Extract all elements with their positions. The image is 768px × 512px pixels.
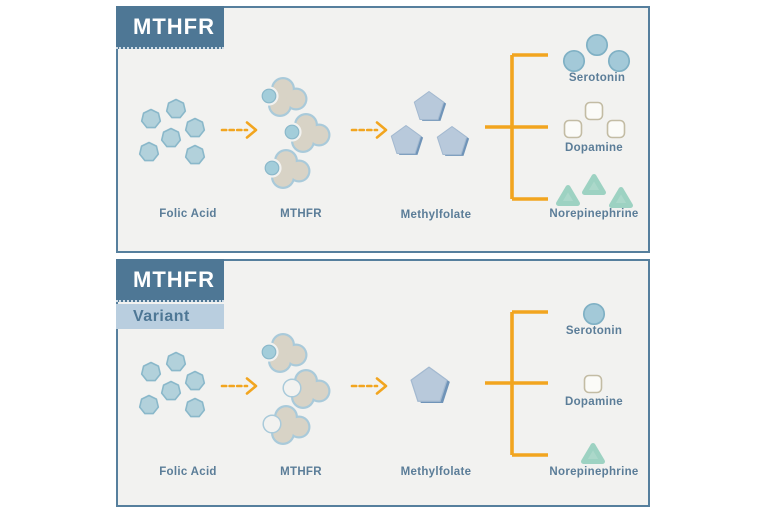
label-mthfr: MTHFR	[280, 208, 322, 220]
arrow-icon	[350, 377, 388, 395]
label-norepinephrine: Norepinephrine	[549, 208, 638, 220]
pathway-bracket	[485, 310, 548, 457]
methylfolate-molecules	[410, 366, 451, 404]
label-methylfolate: Methylfolate	[401, 209, 472, 221]
label-methylfolate: Methylfolate	[401, 466, 472, 478]
folic-acid-molecules	[138, 98, 206, 165]
label-serotonin: Serotonin	[569, 72, 625, 84]
label-serotonin: Serotonin	[566, 325, 622, 337]
serotonin-molecules	[562, 33, 631, 73]
label-norepinephrine: Norepinephrine	[549, 466, 638, 478]
pathway-graphic-variant: Serotonin Dopamine Norepinephrine Folic …	[138, 302, 638, 478]
norepinephrine-molecules	[559, 177, 631, 206]
panel-mthfr-normal: MTHFR	[116, 6, 650, 253]
norepinephrine-molecules	[584, 446, 603, 462]
mthfr-enzyme-molecules	[259, 333, 330, 445]
label-mthfr: MTHFR	[280, 466, 322, 478]
panel-header: MTHFR	[116, 259, 224, 302]
panel-header: MTHFR	[116, 6, 224, 49]
serotonin-molecules	[582, 302, 606, 326]
dopamine-molecules	[583, 374, 603, 394]
panel-title: MTHFR	[133, 266, 215, 292]
variant-badge-label: Variant	[133, 307, 190, 325]
variant-badge: Variant	[116, 304, 224, 329]
label-dopamine: Dopamine	[565, 142, 623, 154]
label-folic-acid: Folic Acid	[159, 208, 217, 220]
folic-acid-molecules	[138, 351, 206, 418]
label-folic-acid: Folic Acid	[159, 466, 217, 478]
panel-title: MTHFR	[133, 13, 215, 39]
arrow-icon	[220, 121, 258, 139]
arrow-icon	[220, 377, 258, 395]
arrow-icon	[350, 121, 388, 139]
label-dopamine: Dopamine	[565, 396, 623, 408]
pathway-graphic-normal: Serotonin Dopamine Norepinephrine Folic …	[138, 33, 638, 221]
pathway-bracket	[485, 53, 548, 201]
methylfolate-molecules	[390, 91, 470, 157]
mthfr-enzyme-molecules	[259, 77, 330, 189]
panel-mthfr-variant: MTHFR Variant	[116, 259, 650, 507]
dopamine-molecules	[563, 101, 626, 139]
